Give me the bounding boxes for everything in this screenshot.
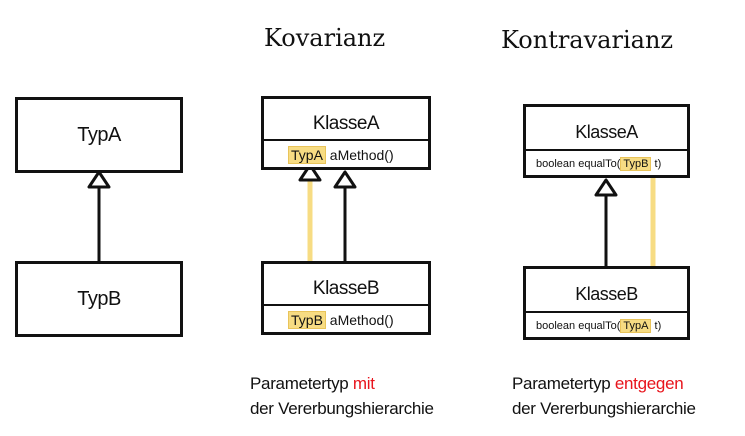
inheritance-arrowhead-covariance — [333, 170, 357, 189]
class-box-typa: TypA — [15, 97, 183, 173]
param-type-typa-highlight: TypA — [288, 146, 326, 164]
method-row-klasseb-covariance: TypB aMethod() — [264, 304, 428, 332]
class-name-klassea-contravariance: KlasseA — [575, 122, 638, 142]
caption-contravariance: Parametertyp entgegen der Vererbungshier… — [512, 371, 696, 421]
class-name-klasseb-covariance: KlasseB — [312, 278, 380, 299]
caption-contravariance-prefix: Parametertyp — [512, 374, 615, 393]
caption-covariance-line2: der Vererbungshierarchie — [250, 399, 434, 418]
param-type-typb-highlight: TypB — [288, 311, 326, 329]
param-type-typb-highlight-contra: TypB — [620, 157, 652, 171]
method-row-klassea-covariance: TypA aMethod() — [264, 139, 428, 167]
class-box-klasseb-covariance: KlasseB TypB aMethod() — [261, 261, 431, 335]
class-name-typa: TypA — [77, 124, 121, 146]
caption-contravariance-line1: Parametertyp entgegen — [512, 371, 696, 396]
caption-covariance-line1: Parametertyp mit — [250, 371, 434, 396]
class-name-klassea-covariance: KlasseA — [312, 113, 380, 134]
caption-contravariance-line2: der Vererbungshierarchie — [512, 399, 696, 418]
caption-covariance-accent: mit — [352, 374, 375, 393]
class-name-typb: TypB — [77, 288, 121, 310]
param-type-typa-highlight-contra: TypA — [620, 319, 652, 333]
caption-contravariance-accent: entgegen — [614, 374, 684, 393]
caption-covariance: Parametertyp mit der Vererbungshierarchi… — [250, 371, 434, 421]
method-name-klassea: aMethod() — [329, 147, 394, 163]
method-row-klasseb-contravariance: boolean equalTo(TypA t) — [526, 311, 687, 337]
caption-covariance-prefix: Parametertyp — [250, 374, 353, 393]
method-prefix-klassea-contra: boolean equalTo( — [536, 158, 621, 170]
class-box-klassea-contravariance: KlasseA boolean equalTo(TypB t) — [523, 104, 690, 178]
class-name-klasseb-contravariance: KlasseB — [575, 284, 638, 304]
inheritance-arrowhead-contravariance — [594, 178, 618, 197]
class-box-klasseb-contravariance: KlasseB boolean equalTo(TypA t) — [523, 266, 690, 340]
heading-contravariance: Kontravarianz — [501, 26, 674, 54]
inheritance-arrowhead-typa — [87, 170, 111, 189]
method-prefix-klasseb-contra: boolean equalTo( — [536, 320, 621, 332]
method-suffix-klasseb-contra: t) — [651, 320, 662, 332]
class-box-klassea-covariance: KlasseA TypA aMethod() — [261, 96, 431, 170]
method-suffix-klassea-contra: t) — [651, 158, 662, 170]
heading-covariance: Kovarianz — [264, 24, 386, 52]
method-row-klassea-contravariance: boolean equalTo(TypB t) — [526, 149, 687, 175]
method-name-klasseb: aMethod() — [329, 312, 394, 328]
class-box-typb: TypB — [15, 261, 183, 337]
param-highlight-arrowhead-covariance — [298, 163, 322, 182]
